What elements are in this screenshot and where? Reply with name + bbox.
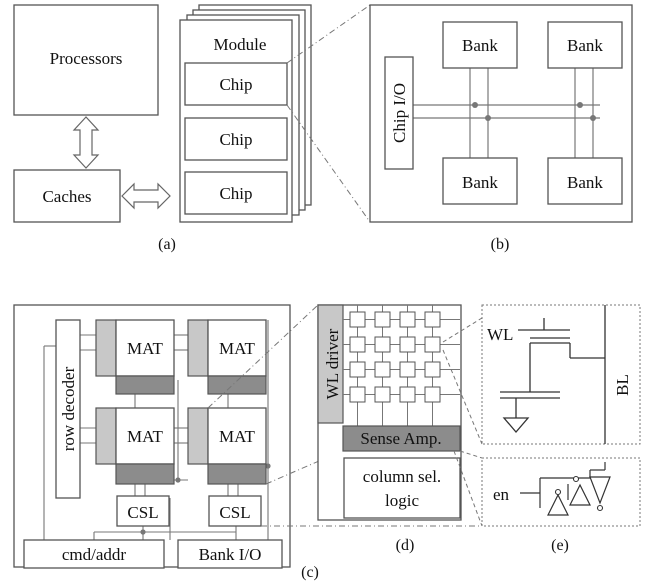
memory-cell	[374, 361, 391, 378]
sense-amp-label: Sense Amp.	[360, 429, 441, 448]
chip-label-2: Chip	[219, 130, 252, 149]
chip-box-2	[184, 117, 288, 161]
caption-c: (c)	[301, 564, 319, 581]
chip-buses	[412, 65, 600, 158]
memory-cell	[349, 386, 366, 403]
memory-cell	[399, 361, 416, 378]
cmd-addr-box	[23, 539, 165, 569]
processors-box	[13, 4, 159, 116]
chip-box-1	[184, 62, 288, 106]
mat-bottom-right: MAT	[187, 407, 267, 485]
en-label: en	[493, 485, 510, 504]
zoom-lines-a-b	[286, 4, 371, 223]
memory-cell	[424, 336, 441, 353]
caches-box	[13, 169, 121, 223]
mat-bottom-left: MAT	[95, 407, 175, 485]
memory-cell	[424, 311, 441, 328]
bank-label-2: Bank	[567, 36, 603, 55]
ground-icon	[502, 417, 530, 433]
memory-cell	[424, 361, 441, 378]
chip-io-label: Chip I/O	[390, 83, 409, 143]
panel-d: WL driver Sense Amp. column sel. logic (…	[317, 304, 462, 554]
csl-label-1: CSL	[127, 503, 158, 522]
inverter-triangle-1	[547, 493, 569, 516]
cell-circuit	[500, 305, 606, 444]
bank-label-3: Bank	[462, 173, 498, 192]
processors-label: Processors	[50, 49, 123, 68]
mat-label-1: MAT	[127, 339, 164, 358]
csl-box-1	[116, 495, 170, 527]
memory-cell	[399, 386, 416, 403]
chip-label-3: Chip	[219, 184, 252, 203]
row-decoder-box	[55, 319, 81, 499]
cell-detail-box	[481, 304, 641, 445]
cell-array	[343, 305, 460, 426]
sense-amp-box	[342, 425, 461, 452]
memory-cell	[374, 336, 391, 353]
wl-driver-label: WL driver	[323, 328, 342, 399]
panel-e: WL BL en (e)	[481, 304, 641, 554]
bank-box-4	[547, 157, 623, 205]
memory-cell	[374, 386, 391, 403]
column-sel-box	[343, 457, 461, 519]
bank-label-1: Bank	[462, 36, 498, 55]
bank-io-box	[177, 539, 283, 569]
memory-cell	[399, 311, 416, 328]
zoom-lines-d-e	[442, 317, 483, 527]
bank-label-4: Bank	[567, 173, 603, 192]
processor-cache-arrow	[72, 116, 100, 169]
bus-junctions	[472, 102, 596, 121]
panel-b: Chip I/O Bank Bank Bank Bank (b)	[369, 4, 633, 253]
panel-a: Processors Caches Module Chip Chip Chip …	[13, 4, 312, 253]
column-sel-label-1: column sel.	[363, 467, 441, 486]
memory-cell	[424, 386, 441, 403]
bl-label: BL	[613, 374, 632, 396]
bank-wiring	[43, 320, 269, 549]
mat-label-3: MAT	[127, 427, 164, 446]
mat-label-2: MAT	[219, 339, 256, 358]
bank-box-1	[442, 21, 518, 69]
buffer-triangle	[589, 476, 611, 505]
csl-box-2	[208, 495, 262, 527]
row-decoder-label: row decoder	[59, 366, 78, 451]
chip-box-3	[184, 171, 288, 215]
mat-label-4: MAT	[219, 427, 256, 446]
module-label: Module	[214, 35, 267, 54]
mat-top-right: MAT	[187, 319, 267, 395]
csl-label-2: CSL	[219, 503, 250, 522]
wl-label: WL	[487, 325, 513, 344]
inverter-triangle-2	[569, 483, 591, 506]
bank-junctions	[140, 463, 271, 535]
column-sel-detail-box	[481, 457, 641, 527]
column-sel-label-2: logic	[385, 491, 419, 510]
column-sel-circuit	[520, 462, 606, 508]
panel-c: row decoder MAT MAT MAT MAT	[13, 304, 319, 581]
bank-box-3	[442, 157, 518, 205]
cmd-addr-label: cmd/addr	[62, 545, 127, 564]
chip-label-1: Chip	[219, 75, 252, 94]
memory-cell	[374, 311, 391, 328]
caption-b: (b)	[491, 236, 510, 253]
memory-cell	[349, 336, 366, 353]
memory-cell	[399, 336, 416, 353]
caption-d: (d)	[396, 537, 415, 554]
cache-module-arrow	[121, 182, 171, 210]
bank-box-2	[547, 21, 623, 69]
caption-e: (e)	[551, 537, 569, 554]
chip-io-box	[384, 56, 414, 170]
wl-driver-box	[317, 304, 344, 424]
bank-io-label: Bank I/O	[199, 545, 262, 564]
memory-cell	[349, 361, 366, 378]
memory-cell	[349, 311, 366, 328]
caption-a: (a)	[158, 236, 176, 253]
caches-label: Caches	[42, 187, 91, 206]
mat-top-left: MAT	[95, 319, 175, 395]
